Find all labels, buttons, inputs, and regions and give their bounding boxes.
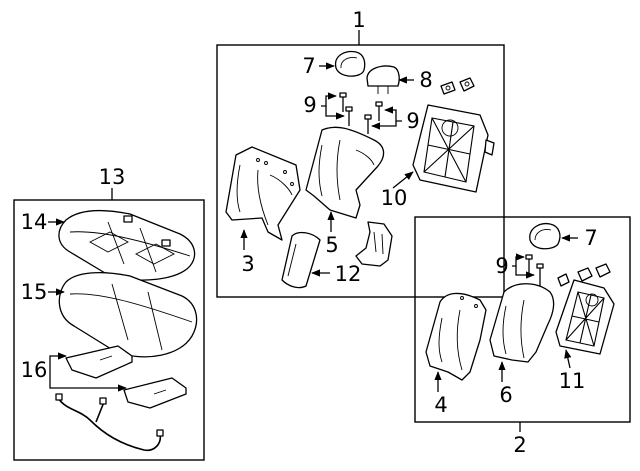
callout-3: 3 [241,252,254,276]
callout-9: 9 [303,93,316,117]
seatback-pad-icon[interactable] [305,126,385,219]
bolt-icon[interactable] [339,92,383,134]
callout-15: 15 [21,280,48,304]
headrest-icon[interactable] [334,50,366,77]
clip-icon[interactable] [557,263,611,287]
seat-cushion-icon[interactable] [58,210,196,281]
callout-16: 16 [21,358,48,382]
callout-5: 5 [325,233,338,257]
seatback-pad-icon[interactable] [489,283,555,363]
wire-harness-icon[interactable] [55,393,164,452]
seatback-frame-icon[interactable] [555,279,615,355]
callout-13: 13 [99,165,126,189]
group-1-box [216,30,505,298]
callout-14: 14 [21,210,48,234]
seat-cushion-icon[interactable] [58,272,198,358]
headrest-cover-icon[interactable] [366,65,400,94]
callout-9: 9 [406,109,419,133]
group-2-box [414,216,631,432]
armrest-pad-icon[interactable] [281,231,321,289]
callout-11: 11 [559,369,586,393]
heater-pad-icon[interactable] [65,345,187,409]
callout-8: 8 [419,68,432,92]
seat-cover-icon[interactable] [425,292,487,381]
seatback-frame-icon[interactable] [412,104,495,193]
bracket-icon[interactable] [355,221,393,267]
callout-7: 7 [302,54,315,78]
seat-cover-icon[interactable] [225,146,301,241]
callout-7: 7 [584,226,597,250]
callout-9: 9 [495,254,508,278]
group-13-box [13,188,205,461]
callout-2: 2 [513,433,526,457]
callout-12: 12 [335,262,362,286]
callout-4: 4 [434,393,447,417]
callout-10: 10 [381,186,408,210]
clip-icon[interactable] [440,77,475,95]
callout-6: 6 [499,383,512,407]
headrest-icon[interactable] [529,222,561,250]
callout-1: 1 [352,8,365,32]
